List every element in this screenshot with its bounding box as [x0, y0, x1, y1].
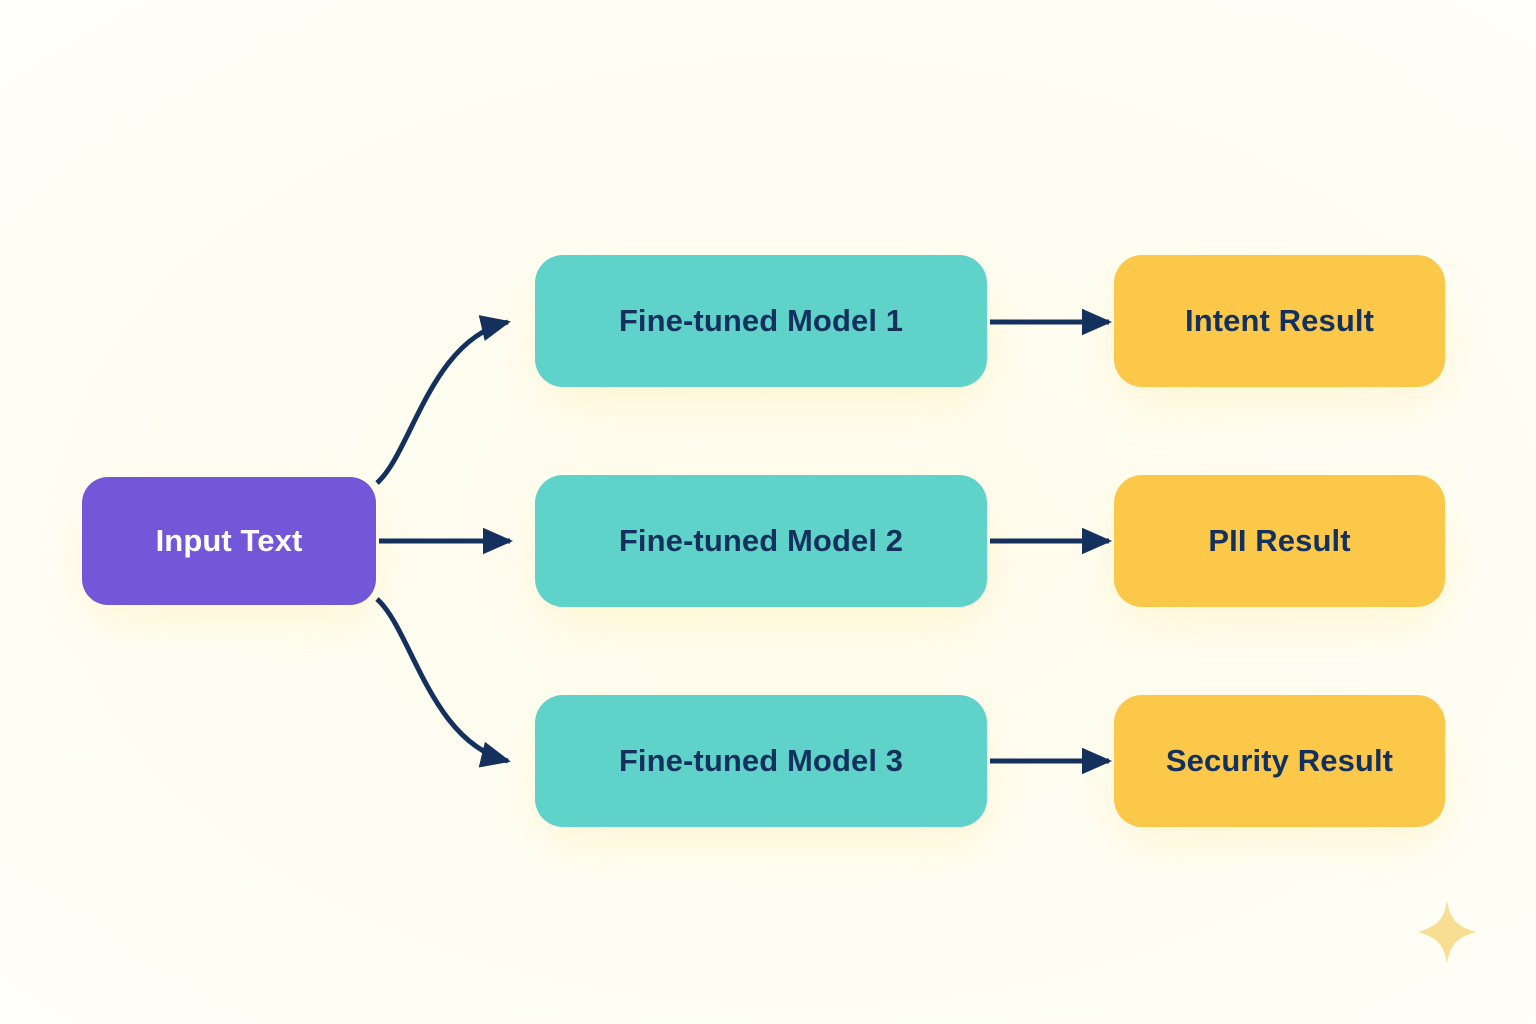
- node-pii-result[interactable]: PII Result: [1114, 475, 1445, 607]
- node-fine-tuned-model-2[interactable]: Fine-tuned Model 2: [535, 475, 987, 607]
- node-intent-result[interactable]: Intent Result: [1114, 255, 1445, 387]
- node-fine-tuned-model-3-label: Fine-tuned Model 3: [618, 742, 904, 778]
- node-security-result-label: Security Result: [1165, 742, 1394, 778]
- node-fine-tuned-model-1[interactable]: Fine-tuned Model 1: [535, 255, 987, 387]
- edge-input-to-model-1: [375, 315, 511, 485]
- edge-input-to-model-3: [375, 597, 511, 768]
- node-fine-tuned-model-1-label: Fine-tuned Model 1: [618, 302, 904, 338]
- node-input-text-label: Input Text: [155, 522, 303, 558]
- node-input-text[interactable]: Input Text: [82, 477, 376, 605]
- node-intent-result-label: Intent Result: [1184, 302, 1375, 338]
- node-pii-result-label: PII Result: [1208, 522, 1351, 558]
- node-security-result[interactable]: Security Result: [1114, 695, 1445, 827]
- node-fine-tuned-model-3[interactable]: Fine-tuned Model 3: [535, 695, 987, 827]
- sparkle-icon: [1418, 900, 1476, 964]
- node-fine-tuned-model-2-label: Fine-tuned Model 2: [618, 522, 904, 558]
